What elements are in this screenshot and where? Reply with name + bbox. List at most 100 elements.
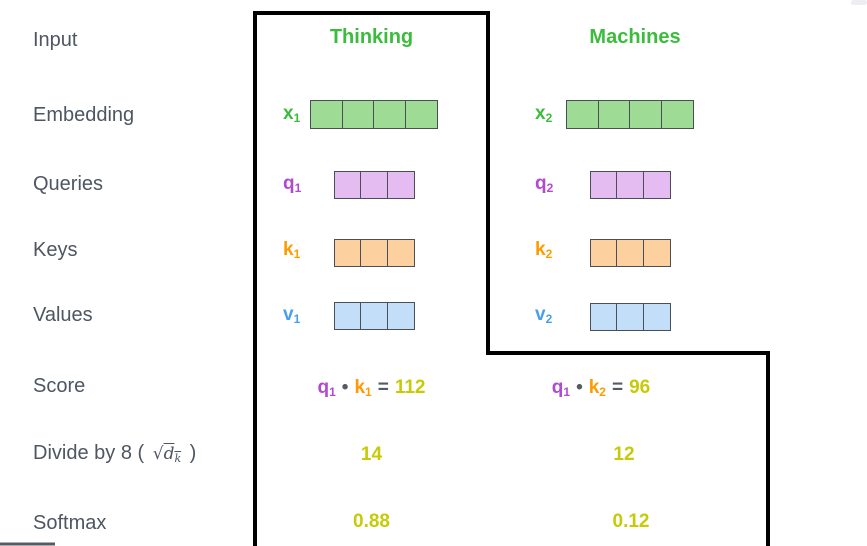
vector-cell [334,239,362,267]
label-base: q [317,377,330,398]
divided-value-2: 12 [613,444,635,465]
equals-sign: = [611,377,624,398]
vector-cell [386,239,415,267]
label-sub: 1 [365,385,372,399]
vector-cell [590,171,618,199]
vector-cell [616,303,645,331]
vector-cell [386,171,415,199]
vector-cell [616,171,645,199]
key-label-k1: k1 [283,239,300,261]
label-sub: 1 [329,385,336,399]
vector-cell [360,239,389,267]
vector-cell [642,171,671,199]
label-base: v [283,304,294,325]
label-base: k [535,239,546,260]
score-q-token: q1 [317,377,336,399]
score-k-token: k2 [588,377,606,399]
label-base: k [283,239,294,260]
vector-cell [590,239,618,267]
score-expression-2: q1•k2=96 [490,377,712,399]
label-base: q [283,173,295,194]
equals-sign: = [377,377,389,398]
sqrt-dk-expression: √dk [153,444,182,465]
label-base: k [354,377,366,398]
vector-cell [404,100,438,129]
label-sub: 1 [563,385,571,399]
row-label-keys: Keys [33,239,78,261]
column-header-thinking: Thinking [329,26,414,48]
label-sub: 1 [294,181,302,195]
embedding-label-x2: x2 [535,103,552,125]
query-label-q2: q2 [535,173,553,195]
radicand-d: d [163,444,175,464]
radicand-sub-k: k [174,452,182,465]
vector-cell [360,302,389,330]
query-vector-q2 [590,171,671,199]
row-label-values: Values [33,304,93,326]
vector-cell [386,302,415,330]
embedding-label-x1: x1 [283,103,300,125]
sqrt-radicand: dk [163,444,182,465]
vector-cell [373,100,407,129]
label-sub: 2 [545,312,553,326]
vector-cell [334,302,362,330]
label-sub: 2 [546,181,554,195]
key-vector-k1 [334,239,415,267]
label-sub: 2 [545,247,553,261]
vector-cell [616,239,645,267]
vector-cell [642,239,671,267]
value-label-v1: v1 [283,304,300,326]
embedding-vector-x2 [566,100,694,129]
label-base: k [588,377,600,398]
value-label-v2: v2 [535,304,552,326]
query-label-q1: q1 [283,173,301,195]
embedding-vector-x1 [310,100,438,129]
query-vector-q1 [334,171,415,199]
column-header-machines: Machines [589,26,681,48]
row-label-embedding: Embedding [33,104,135,126]
label-base: x [283,103,294,124]
label-sub: 1 [293,312,301,326]
row-label-score: Score [33,375,86,397]
score-q-token: q1 [552,377,571,399]
vector-cell [590,303,618,331]
row-label-queries: Queries [33,173,104,195]
row-label-input: Input [33,29,78,51]
label-sub: 2 [599,385,606,399]
divide-prefix: Divide by 8 ( [33,442,150,464]
label-base: v [535,304,546,325]
label-sub: 2 [545,111,553,125]
dot-operator: • [341,377,349,398]
vector-cell [566,100,600,129]
vector-cell [629,100,663,129]
label-sub: 1 [293,247,301,261]
divide-suffix: ) [184,442,197,464]
score-value: 96 [629,377,651,398]
vector-cell [341,100,375,129]
vector-cell [360,171,389,199]
value-vector-v1 [334,302,415,330]
softmax-value-1: 0.88 [353,511,390,532]
score-value: 112 [394,377,426,398]
score-expression-1: q1•k1=112 [255,377,488,399]
scrollbar-remnant [851,0,867,5]
key-label-k2: k2 [535,239,552,261]
vector-cell [334,171,362,199]
value-vector-v2 [590,303,671,331]
score-k-token: k1 [354,377,372,399]
key-vector-k2 [590,239,671,267]
dot-operator: • [576,377,583,398]
vector-cell [597,100,631,129]
row-label-divide: Divide by 8 ( √dk ) [33,442,196,465]
vector-cell [642,303,671,331]
divided-value-1: 14 [360,444,383,465]
label-sub: 1 [293,111,301,125]
softmax-value-2: 0.12 [612,511,650,532]
label-base: q [535,173,547,194]
stepped-border-path [253,11,770,546]
label-base: x [535,103,546,124]
vector-cell [310,100,344,129]
vector-cell [660,100,694,129]
